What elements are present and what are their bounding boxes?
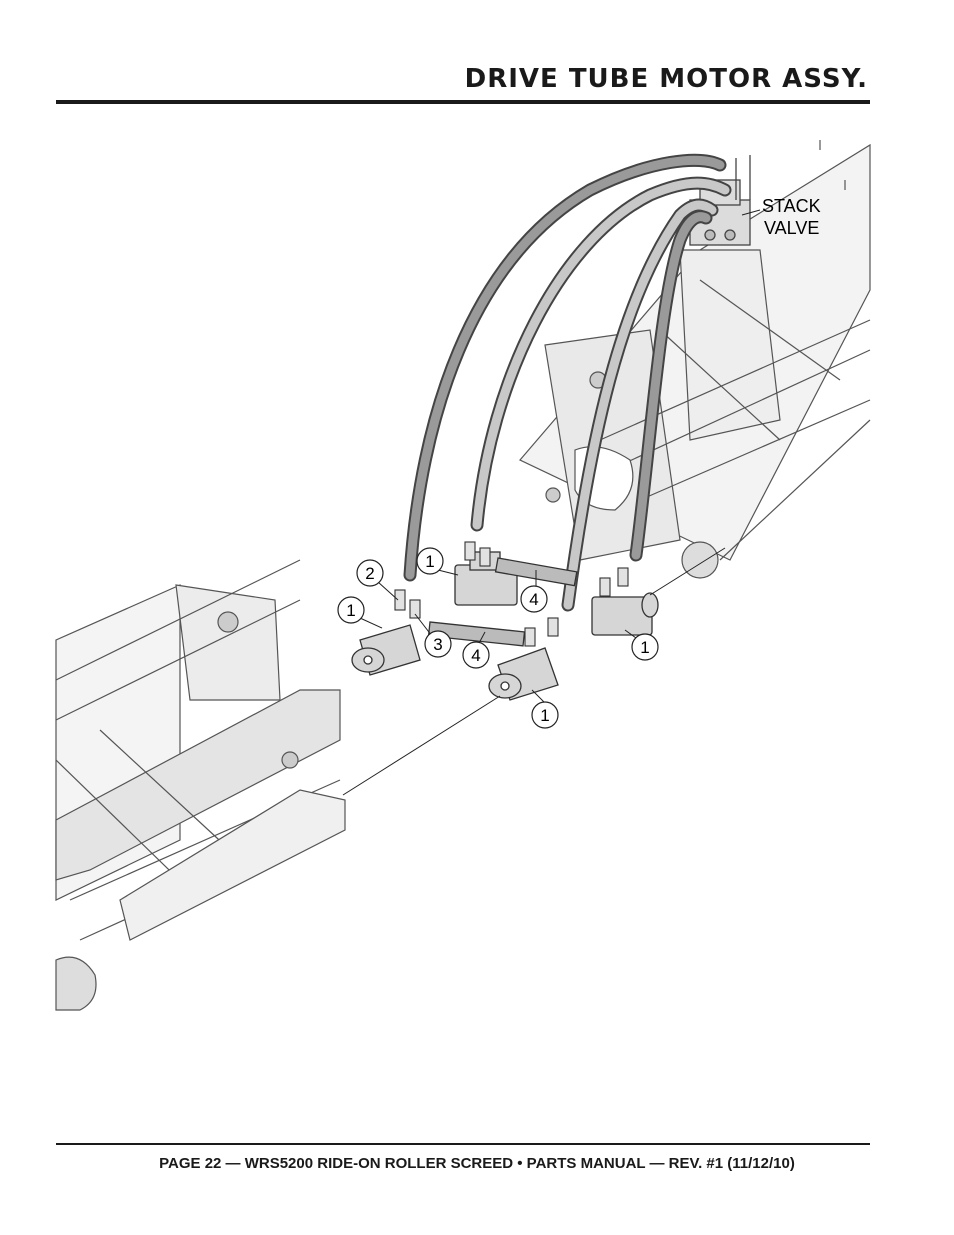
callout-1c: 1 — [631, 633, 659, 661]
fittings — [394, 541, 629, 647]
callout-number: 1 — [346, 601, 355, 620]
callout-number: 1 — [425, 552, 434, 571]
motor-lower — [488, 647, 559, 701]
callout-2: 2 — [356, 559, 384, 587]
header-rule — [56, 100, 870, 104]
stack-valve-label-line1: STACK — [762, 196, 821, 216]
motor-right — [591, 592, 659, 636]
page-footer: PAGE 22 — WRS5200 RIDE-ON ROLLER SCREED … — [159, 1155, 795, 1172]
stack-valve-label-line2: VALVE — [764, 218, 819, 238]
callout-4b: 4 — [462, 641, 490, 669]
callout-4a: 4 — [520, 585, 548, 613]
callout-number: 1 — [540, 706, 549, 725]
callout-number: 1 — [640, 638, 649, 657]
callout-number: 4 — [471, 646, 480, 665]
screed-frame-left — [55, 559, 346, 1011]
callout-1d: 1 — [531, 701, 559, 729]
stack-valve-label: STACK VALVE — [762, 196, 821, 238]
footer-rule — [56, 1143, 870, 1145]
callout-number: 3 — [433, 635, 442, 654]
callout-number: 2 — [365, 564, 374, 583]
callout-number: 4 — [529, 590, 538, 609]
callout-3: 3 — [424, 630, 452, 658]
motor-left — [351, 624, 421, 676]
callout-1a: 1 — [416, 547, 444, 575]
hydraulic-hoses — [403, 153, 732, 612]
page-title: DRIVE TUBE MOTOR ASSY. — [464, 64, 868, 94]
hydraulic-motors — [351, 551, 659, 701]
callout-1b: 1 — [337, 596, 365, 624]
